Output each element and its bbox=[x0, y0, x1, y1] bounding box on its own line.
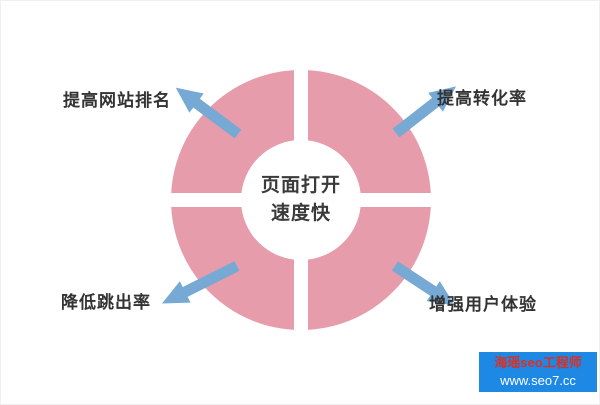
label-improve-site-ranking: 提高网站排名 bbox=[63, 91, 171, 110]
label-improve-conversion-rate: 提高转化率 bbox=[437, 89, 527, 108]
center-title: 页面打开 速度快 bbox=[261, 172, 341, 229]
watermark-url: www.seo7.cc bbox=[500, 373, 576, 388]
watermark-badge: 海瑶seo工程师 www.seo7.cc bbox=[479, 352, 597, 392]
label-reduce-bounce-rate: 降低跳出率 bbox=[61, 293, 151, 312]
donut-center: 页面打开 速度快 bbox=[241, 140, 361, 260]
label-enhance-user-experience: 增强用户体验 bbox=[429, 295, 537, 314]
watermark-title: 海瑶seo工程师 bbox=[494, 355, 582, 371]
center-title-line2: 速度快 bbox=[270, 203, 331, 224]
center-title-line1: 页面打开 bbox=[260, 174, 341, 196]
donut-chart: 页面打开 速度快 bbox=[171, 70, 431, 330]
